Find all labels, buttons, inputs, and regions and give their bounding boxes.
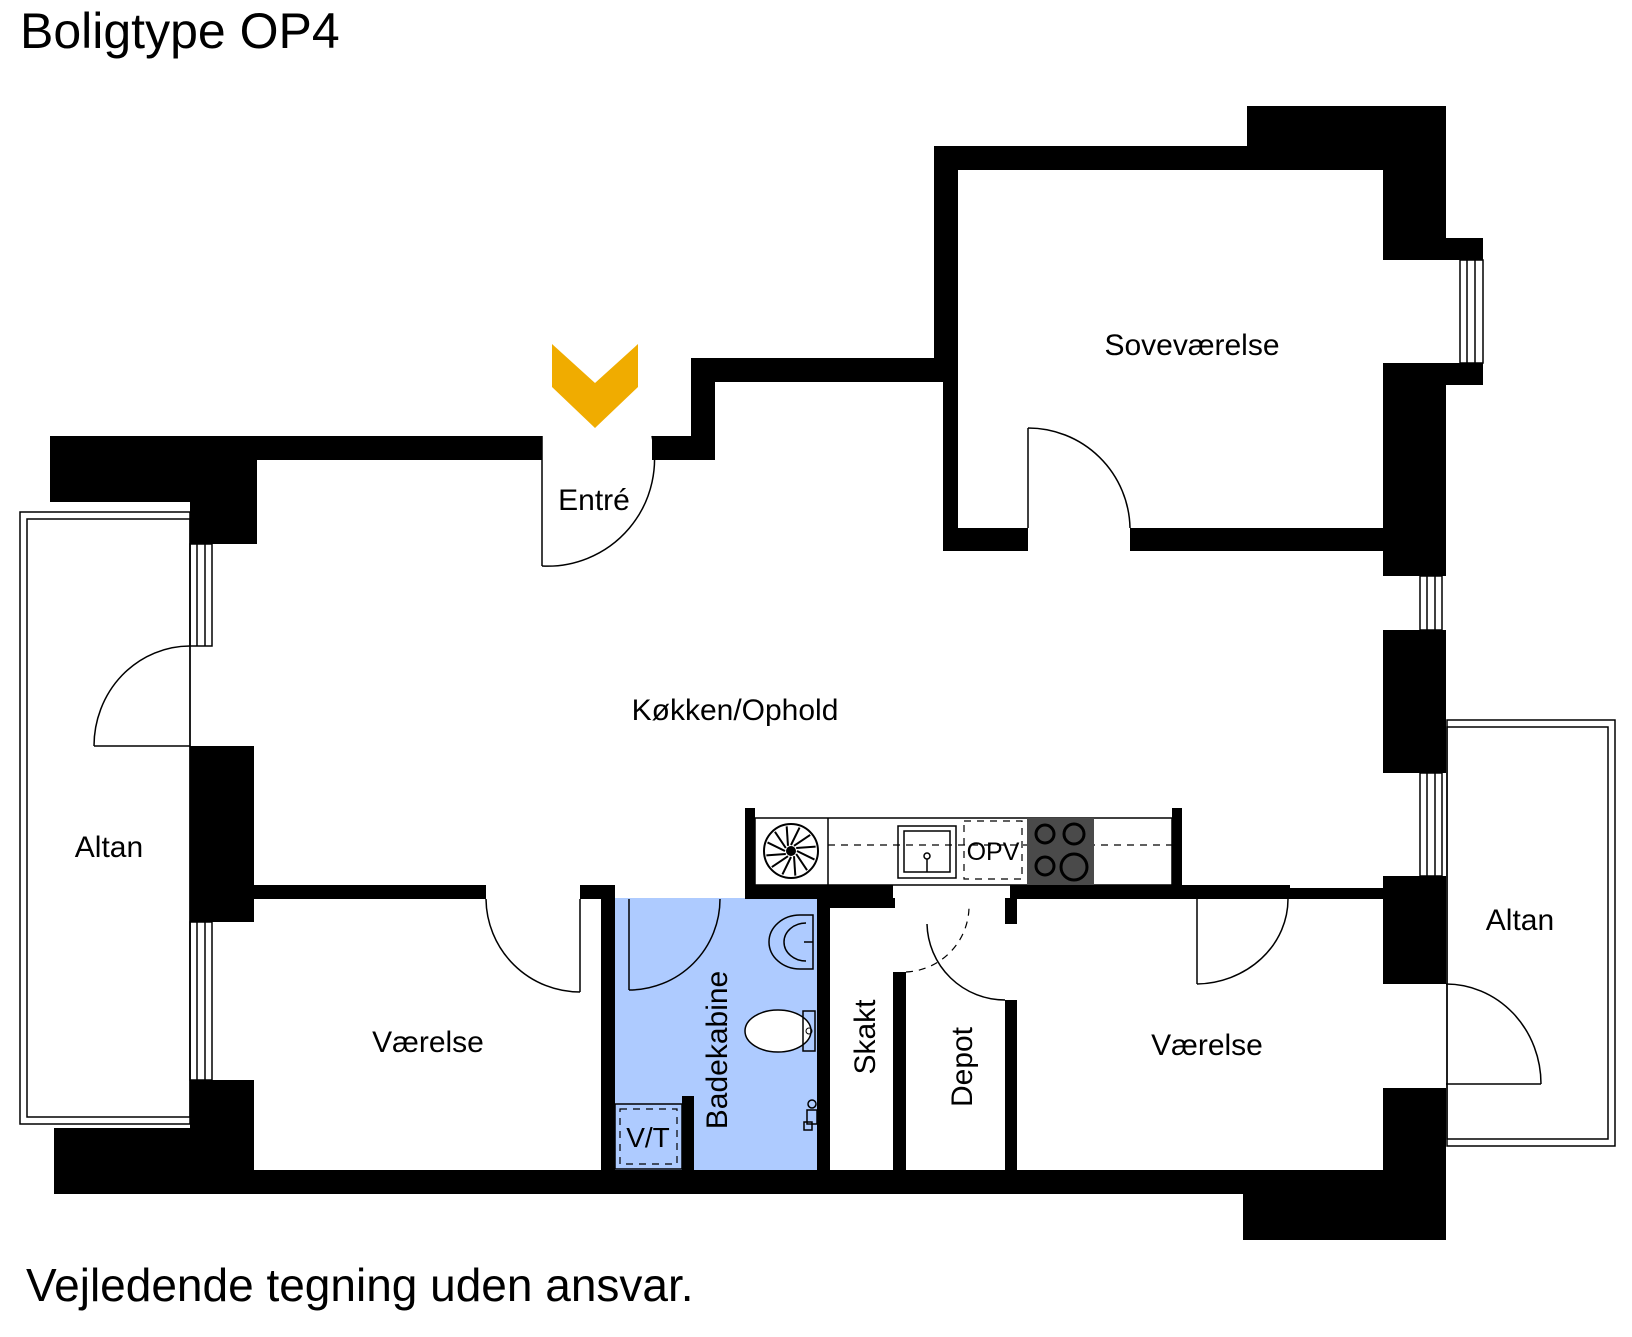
fan-blade [785, 826, 789, 846]
disclaimer-text: Vejledende tegning uden ansvar. [26, 1259, 694, 1311]
bedroom-door [1027, 427, 1131, 529]
window-left-top [189, 543, 213, 647]
washbasin [768, 914, 814, 970]
entrance-door [541, 435, 656, 567]
fan-blade [793, 856, 797, 876]
room-label-depot: Depot [946, 1026, 979, 1107]
fan-blade [795, 853, 808, 871]
toilet [744, 1009, 816, 1053]
room-label-vaerelse-right: Værelse [1151, 1029, 1263, 1062]
fan-blade [774, 831, 787, 849]
sink [897, 825, 957, 879]
fan-blade [796, 850, 815, 861]
washer-dryer-label: V/T [626, 1122, 670, 1153]
fan-blade [790, 827, 801, 846]
fan-blade [781, 856, 792, 875]
fan-blade [796, 845, 816, 849]
room-label-entre: Entré [558, 484, 630, 517]
window-bedroom [1459, 259, 1484, 364]
room-door-left [485, 898, 581, 993]
room-label-badekabine: Badekabine [701, 971, 734, 1129]
balcony-door-right [1445, 983, 1542, 1085]
window-left-bottom [189, 921, 213, 1081]
bathroom-door [628, 898, 721, 991]
fan-blade [793, 834, 811, 847]
exhaust-fan [763, 823, 819, 879]
doors [93, 427, 1542, 1085]
fan-blade [766, 853, 786, 857]
room-label-skakt: Skakt [849, 999, 882, 1075]
windows [189, 259, 1484, 1081]
hob [1027, 818, 1094, 885]
shower-fixture [803, 1099, 818, 1131]
room-door-right [1196, 898, 1289, 985]
room-label-vaerelse-left: Værelse [372, 1026, 484, 1059]
depot-door [905, 907, 1006, 1001]
window-right-mid [1419, 575, 1443, 631]
right-balcony [1446, 719, 1616, 1147]
entrance-arrow-icon [552, 344, 638, 428]
balcony-door-left [93, 645, 191, 747]
fan-blade [771, 855, 789, 868]
dishwasher-label: OPV [967, 838, 1020, 866]
room-label-sovevaerelse: Soveværelse [1104, 329, 1279, 362]
fan-blade [767, 841, 786, 852]
plan-title: Boligtype OP4 [20, 3, 340, 59]
room-label-altan-right: Altan [1486, 904, 1554, 937]
walls [50, 106, 1483, 1240]
kitchen-counter: OPV [754, 817, 1173, 886]
room-label-kokken-ophold: Køkken/Ophold [632, 694, 839, 727]
dishwasher [963, 820, 1023, 880]
washer-dryer [614, 1103, 683, 1170]
left-balcony [19, 511, 191, 1125]
window-right-lower [1419, 772, 1443, 877]
room-label-altan-left: Altan [75, 831, 143, 864]
